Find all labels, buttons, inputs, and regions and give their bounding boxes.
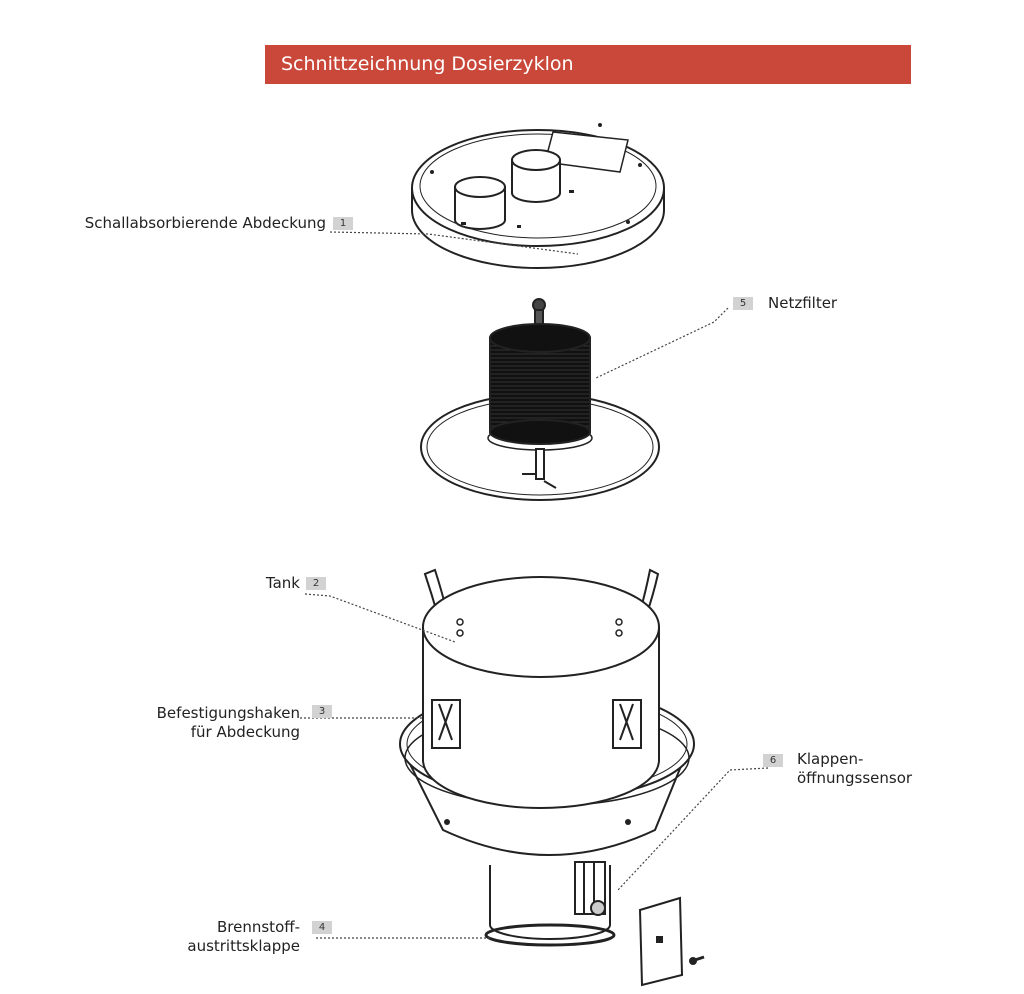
callout-badge-6: 6	[763, 754, 783, 767]
filter-part	[420, 298, 660, 501]
sensor-plate	[638, 896, 705, 987]
callout-label-sensor-line2: öffnungssensor	[797, 769, 913, 787]
callout-badge-4: 4	[312, 921, 332, 934]
callout-label-outlet-flap-line1: Brennstoff-	[217, 918, 300, 936]
tank-part	[399, 568, 695, 947]
callout-label-cover: Schallabsorbierende Abdeckung	[84, 214, 326, 232]
callout-badge-1: 1	[333, 217, 353, 230]
callout-badge-3: 3	[312, 705, 332, 718]
callout-label-sensor: Klappen- öffnungssensor	[797, 750, 912, 788]
callout-label-hooks: Befestigungshaken für Abdeckung	[157, 704, 300, 742]
cover-part	[411, 123, 665, 269]
callout-label-outlet-flap-line2: austrittsklappe	[187, 937, 300, 955]
callout-label-outlet-flap: Brennstoff- austrittsklappe	[187, 918, 300, 956]
callout-label-sensor-line1: Klappen-	[797, 750, 864, 768]
callout-label-hooks-line2: für Abdeckung	[190, 723, 300, 741]
page-title: Schnittzeichnung Dosierzyklon	[281, 53, 574, 75]
callout-badge-2: 2	[306, 577, 326, 590]
callout-badge-5: 5	[733, 297, 753, 310]
leader-lines	[300, 231, 769, 939]
callout-label-hooks-line1: Befestigungshaken	[156, 704, 300, 722]
callout-label-tank: Tank	[265, 574, 300, 592]
title-bar: Schnittzeichnung Dosierzyklon	[265, 45, 911, 84]
callout-label-filter: Netzfilter	[768, 294, 838, 312]
